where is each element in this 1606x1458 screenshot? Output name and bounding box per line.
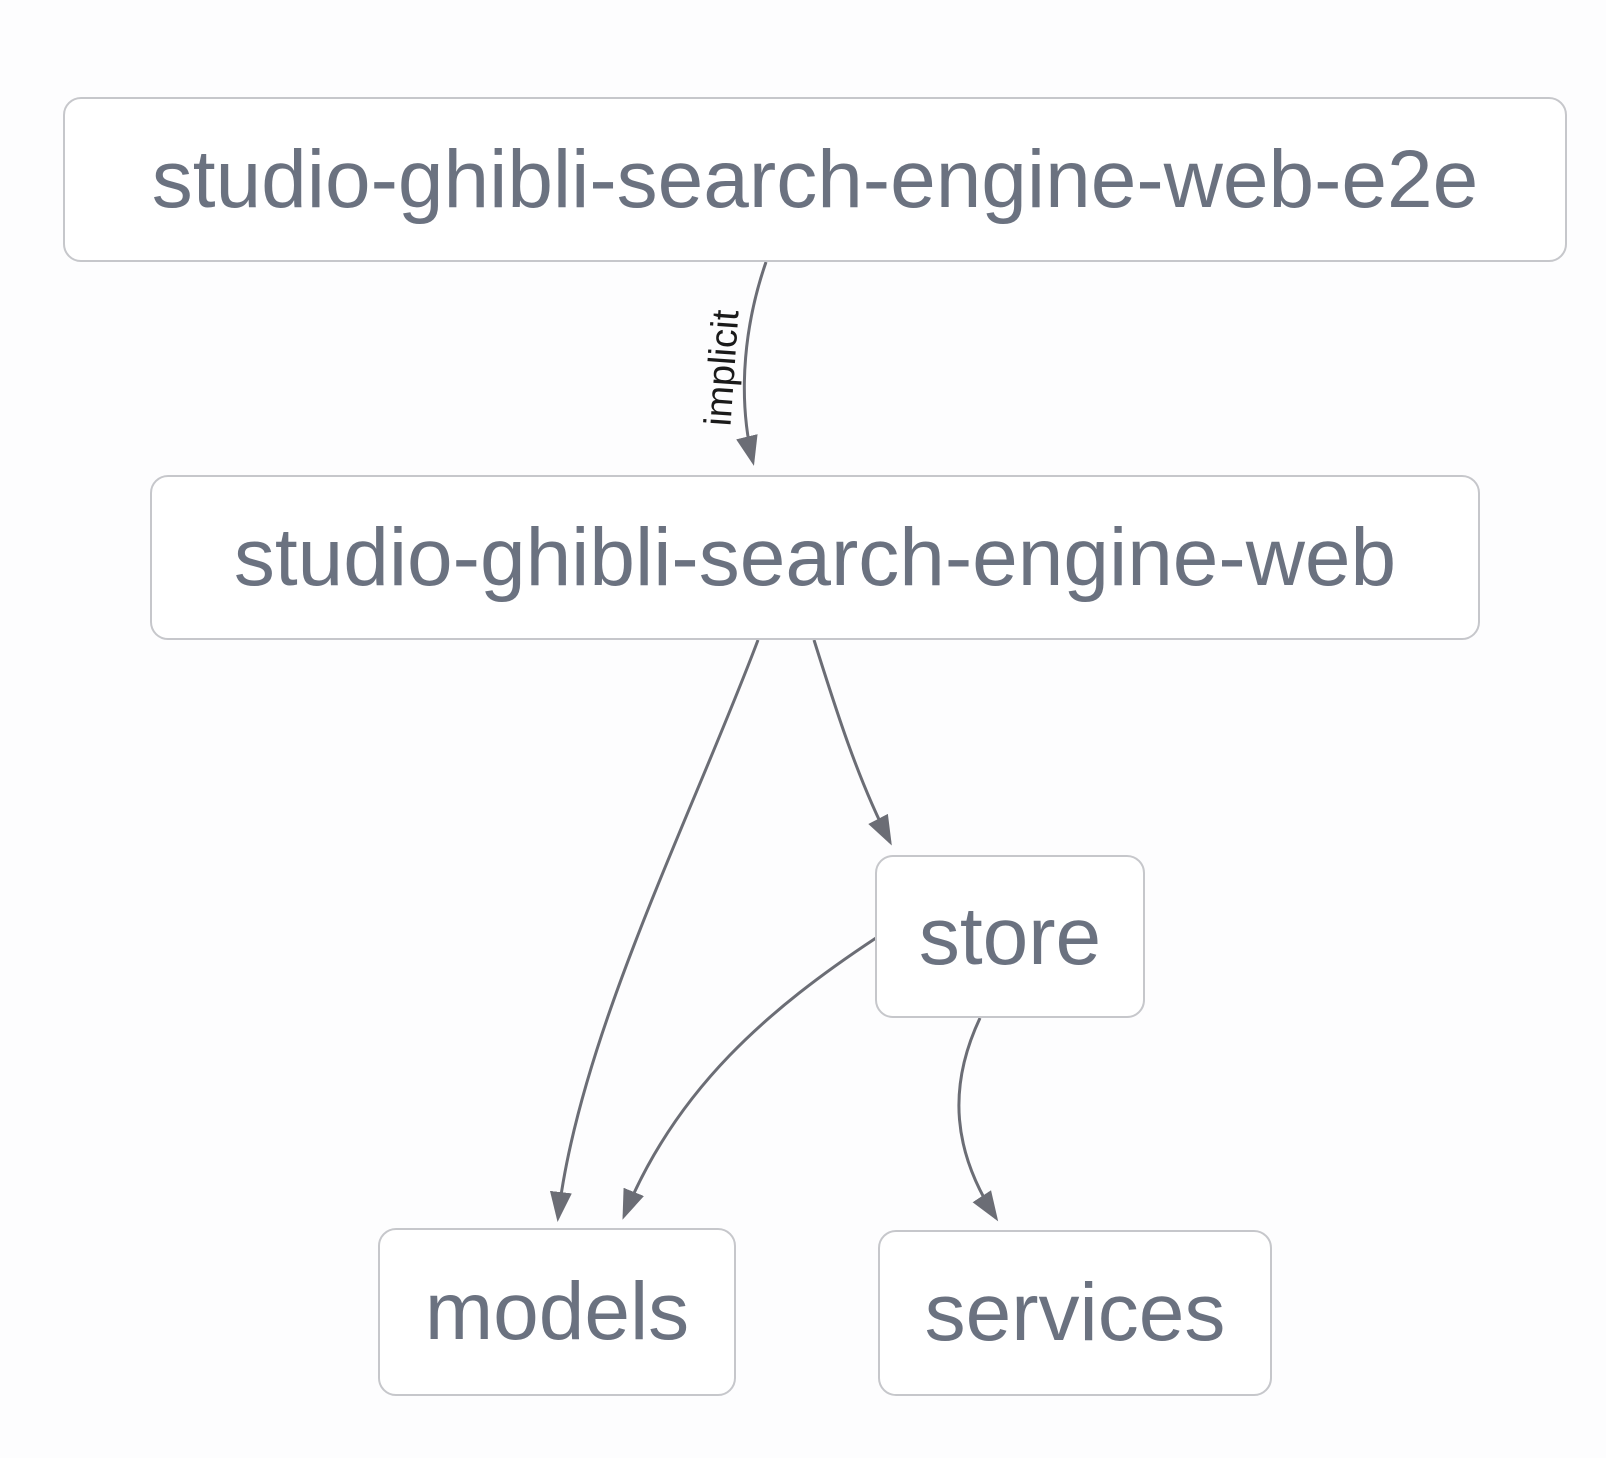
node-studio-ghibli-search-engine-web-e2e[interactable]: studio-ghibli-search-engine-web-e2e: [63, 97, 1567, 262]
node-store[interactable]: store: [875, 855, 1145, 1018]
edge-store-to-models: [622, 936, 877, 1220]
edge-store-to-services: [957, 1017, 999, 1222]
node-label: studio-ghibli-search-engine-web-e2e: [151, 133, 1479, 225]
edge-e2e-to-web: [736, 261, 768, 466]
node-label: studio-ghibli-search-engine-web: [233, 511, 1397, 603]
edge-label-implicit: implicit: [697, 308, 748, 428]
node-label: services: [924, 1267, 1226, 1358]
edge-web-to-models: [549, 639, 760, 1222]
node-services[interactable]: services: [878, 1230, 1272, 1396]
node-label: models: [424, 1266, 690, 1357]
node-models[interactable]: models: [378, 1228, 736, 1396]
node-label: store: [918, 890, 1102, 982]
edge-web-to-store: [812, 639, 892, 846]
node-studio-ghibli-search-engine-web[interactable]: studio-ghibli-search-engine-web: [150, 475, 1480, 640]
